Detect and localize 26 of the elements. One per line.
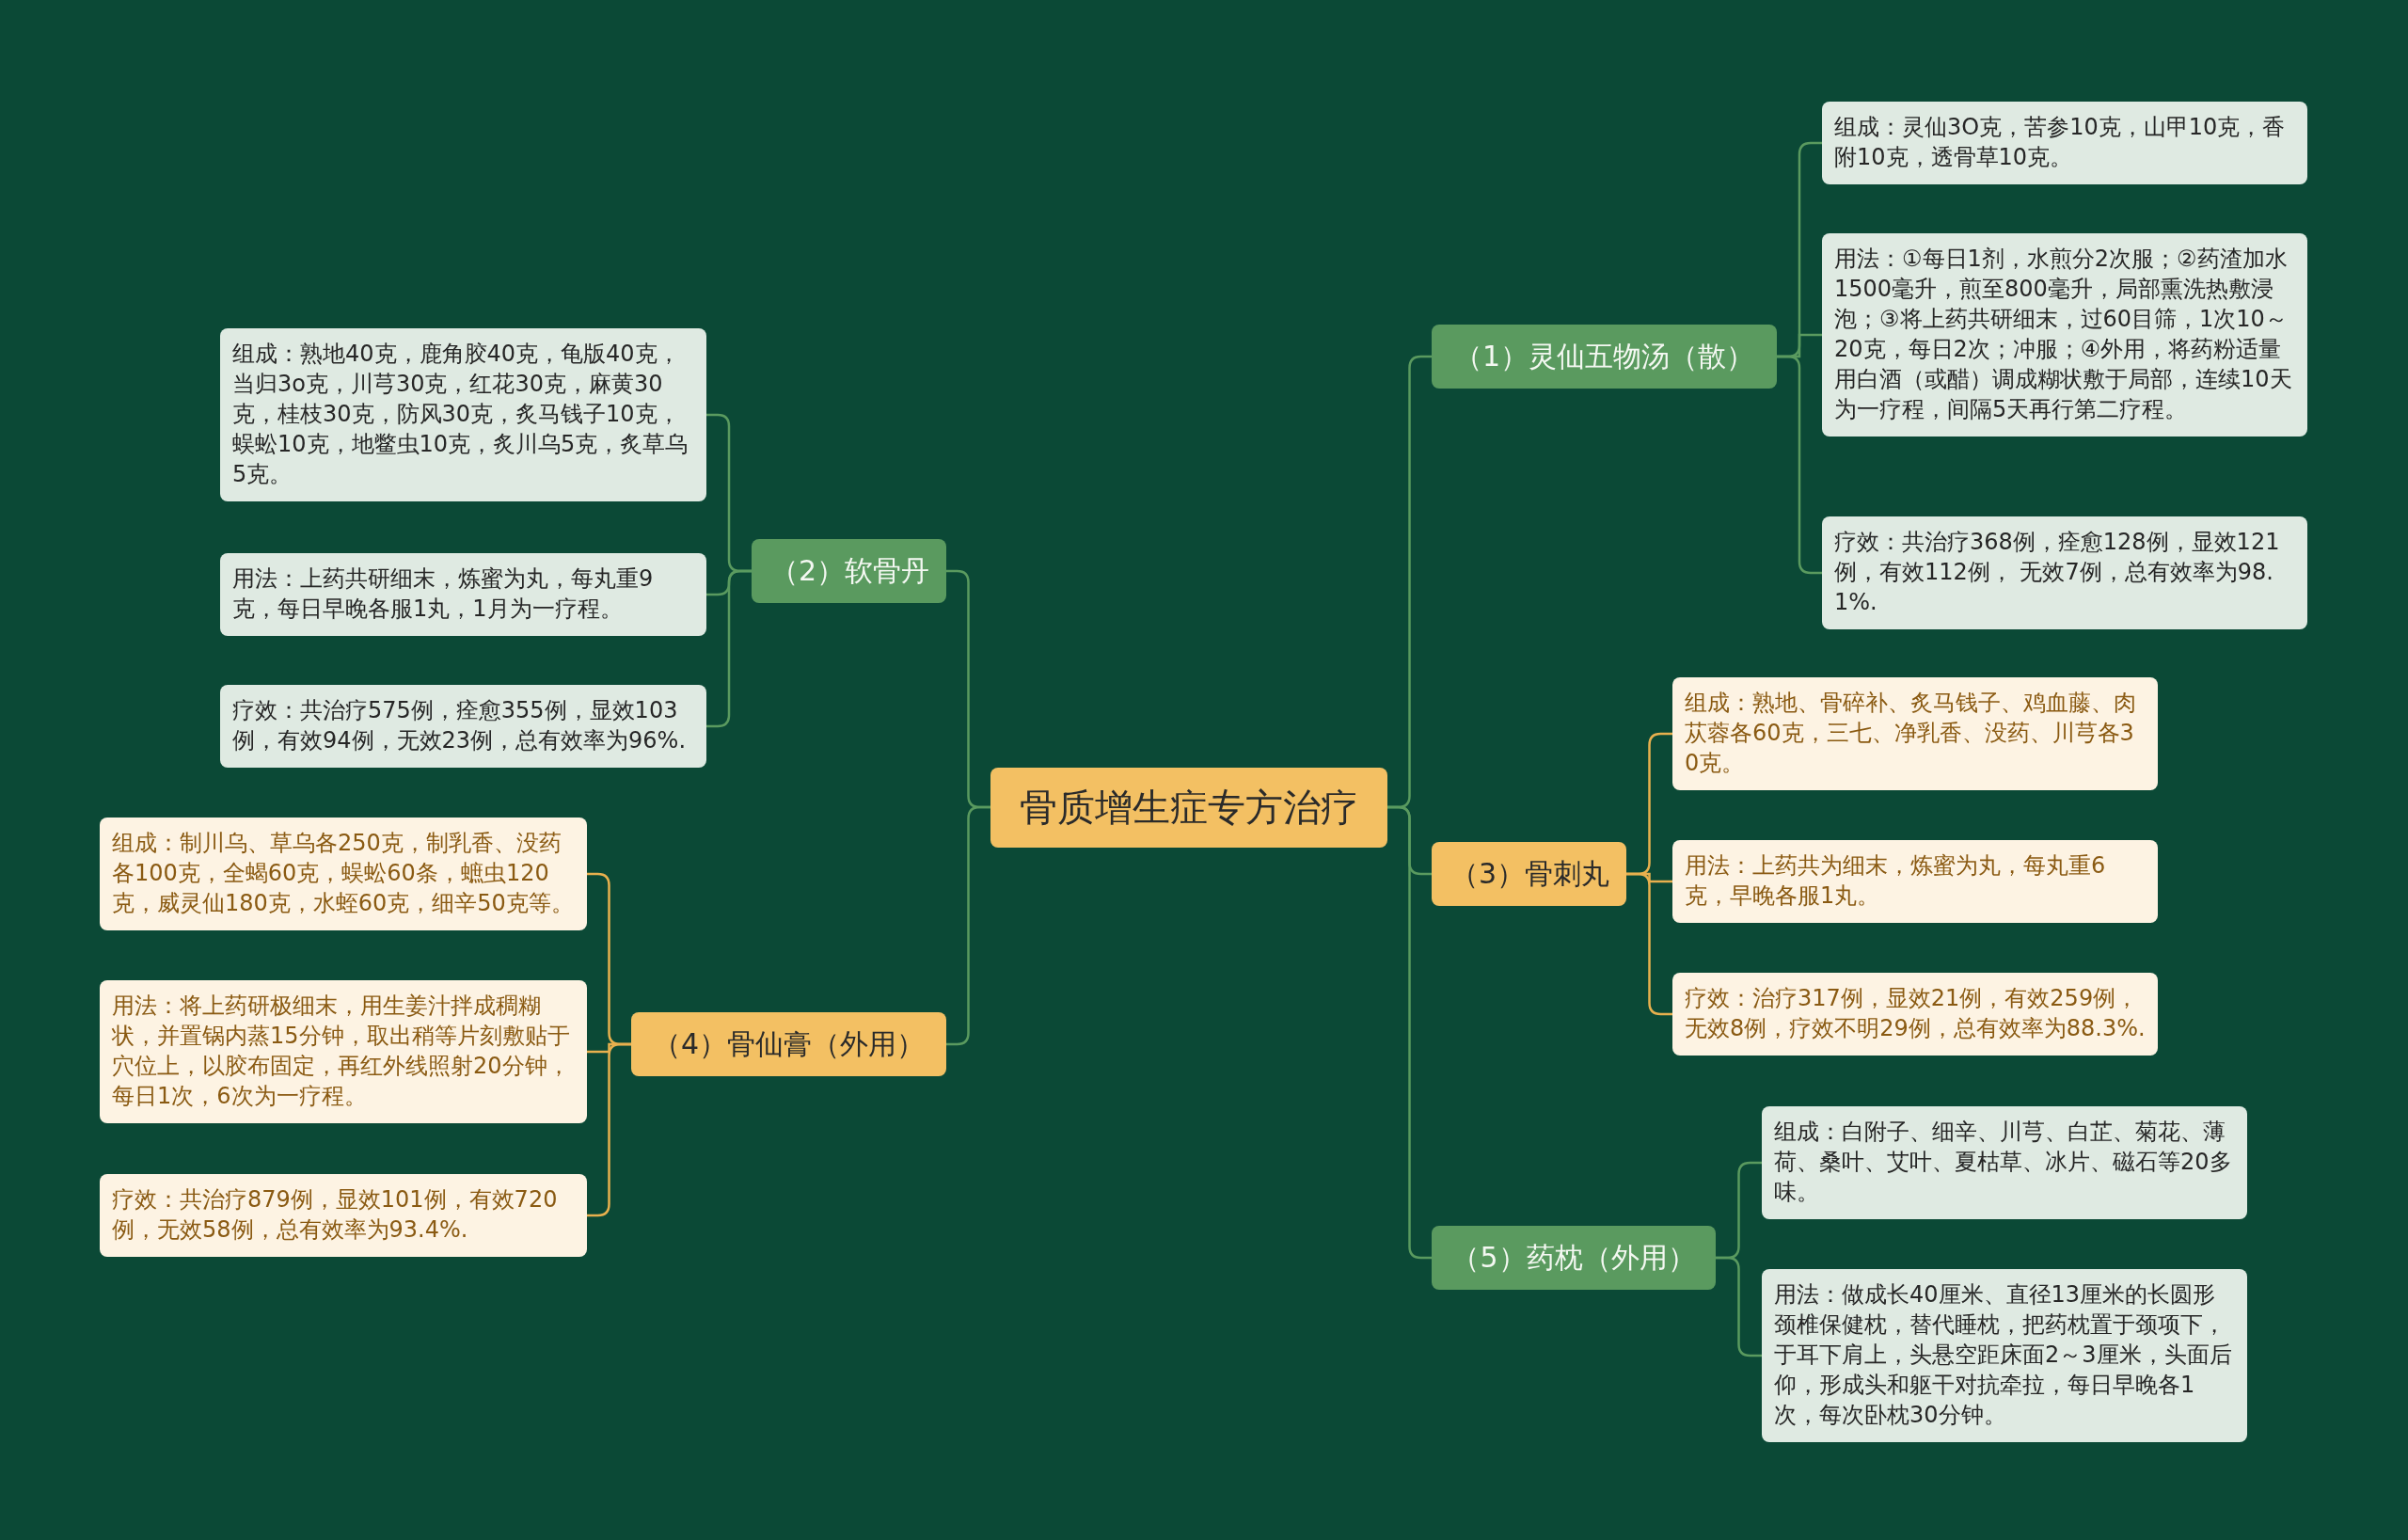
detail-note: 疗效：共治疗368例，痊愈128例，显效121例，有效112例， 无效7例，总有效率为98.1%.: [1822, 516, 2307, 629]
connector-line: [1716, 1256, 1762, 1357]
detail-note: 组成：灵仙3O克，苦参10克，山甲10克，香附10克，透骨草10克。: [1822, 102, 2307, 184]
detail-note: 组成：熟地、骨碎补、炙马钱子、鸡血藤、肉苁蓉各60克，三七、净乳香、没药、川芎各30克。: [1672, 677, 2158, 790]
detail-note: 用法：上药共为细末，炼蜜为丸，每丸重6克，早晚各服1丸。: [1672, 840, 2158, 923]
central-topic: 骨质增生症专方治疗: [990, 767, 1387, 848]
branch-topic: （4）骨仙膏（外用）: [631, 1012, 946, 1076]
connector-line: [946, 805, 990, 1046]
connector-line: [1387, 805, 1432, 1260]
detail-note: 用法：①每日1剂，水煎分2次服；②药渣加水1500毫升，煎至800毫升，局部熏洗热敷浸泡；③将上药共研细末，过60目筛，1次10～20克，每日2次；冲服；④外用，将药粉适量用白酒（或醋）调成糊状敷于局部，连续10天为一疗程，间隔5天再行第二疗程。: [1822, 233, 2307, 437]
branch-topic: （2）软骨丹: [752, 539, 946, 603]
branch-topic: （3）骨刺丸: [1432, 842, 1626, 906]
branch-topic: （1）灵仙五物汤（散）: [1432, 325, 1777, 389]
detail-note: 疗效：共治疗575例，痊愈355例，显效103例，有效94例，无效23例，总有效率为96%.: [220, 685, 706, 768]
detail-note: 疗效：治疗317例，显效21例，有效259例，无效8例，疗效不明29例，总有效率为88.3%.: [1672, 973, 2158, 1056]
connector-line: [1626, 872, 1672, 1016]
detail-note: 组成：白附子、细辛、川芎、白芷、菊花、薄荷、桑叶、艾叶、夏枯草、冰片、磁石等20多味。: [1762, 1106, 2247, 1219]
detail-note: 组成：熟地40克，鹿角胶40克，龟版40克，当归3o克，川芎30克，红花30克，麻黄30克，桂枝30克，防风30克，炙马钱子10克，蜈蚣10克，地鳖虫10克，炙川乌5克，炙草乌5克。: [220, 328, 706, 501]
detail-note: 用法：上药共研细末，炼蜜为丸，每丸重9克，每日早晚各服1丸，1月为一疗程。: [220, 553, 706, 636]
connector-line: [587, 1042, 631, 1217]
detail-note: 疗效：共治疗879例，显效101例，有效720例，无效58例，总有效率为93.4%.: [100, 1174, 587, 1257]
connector-line: [1777, 355, 1822, 575]
branch-topic: （5）药枕（外用）: [1432, 1226, 1716, 1290]
detail-note: 用法：做成长40厘米、直径13厘米的长圆形颈椎保健枕，替代睡枕，把药枕置于颈项下，于耳下肩上，头悬空距床面2～3厘米，头面后仰，形成头和躯干对抗牵拉，每日早晚各1次，每次卧枕30分钟。: [1762, 1269, 2247, 1442]
detail-note: 组成：制川乌、草乌各250克，制乳香、没药各100克，全蝎60克，蜈蚣60条，蟅虫120克，威灵仙180克，水蛭60克，细辛50克等。: [100, 818, 587, 930]
detail-note: 用法：将上药研极细末，用生姜汁拌成稠糊状，并置锅内蒸15分钟，取出稍等片刻敷贴于穴位上，以胶布固定，再红外线照射20分钟，每日1次，6次为一疗程。: [100, 980, 587, 1123]
